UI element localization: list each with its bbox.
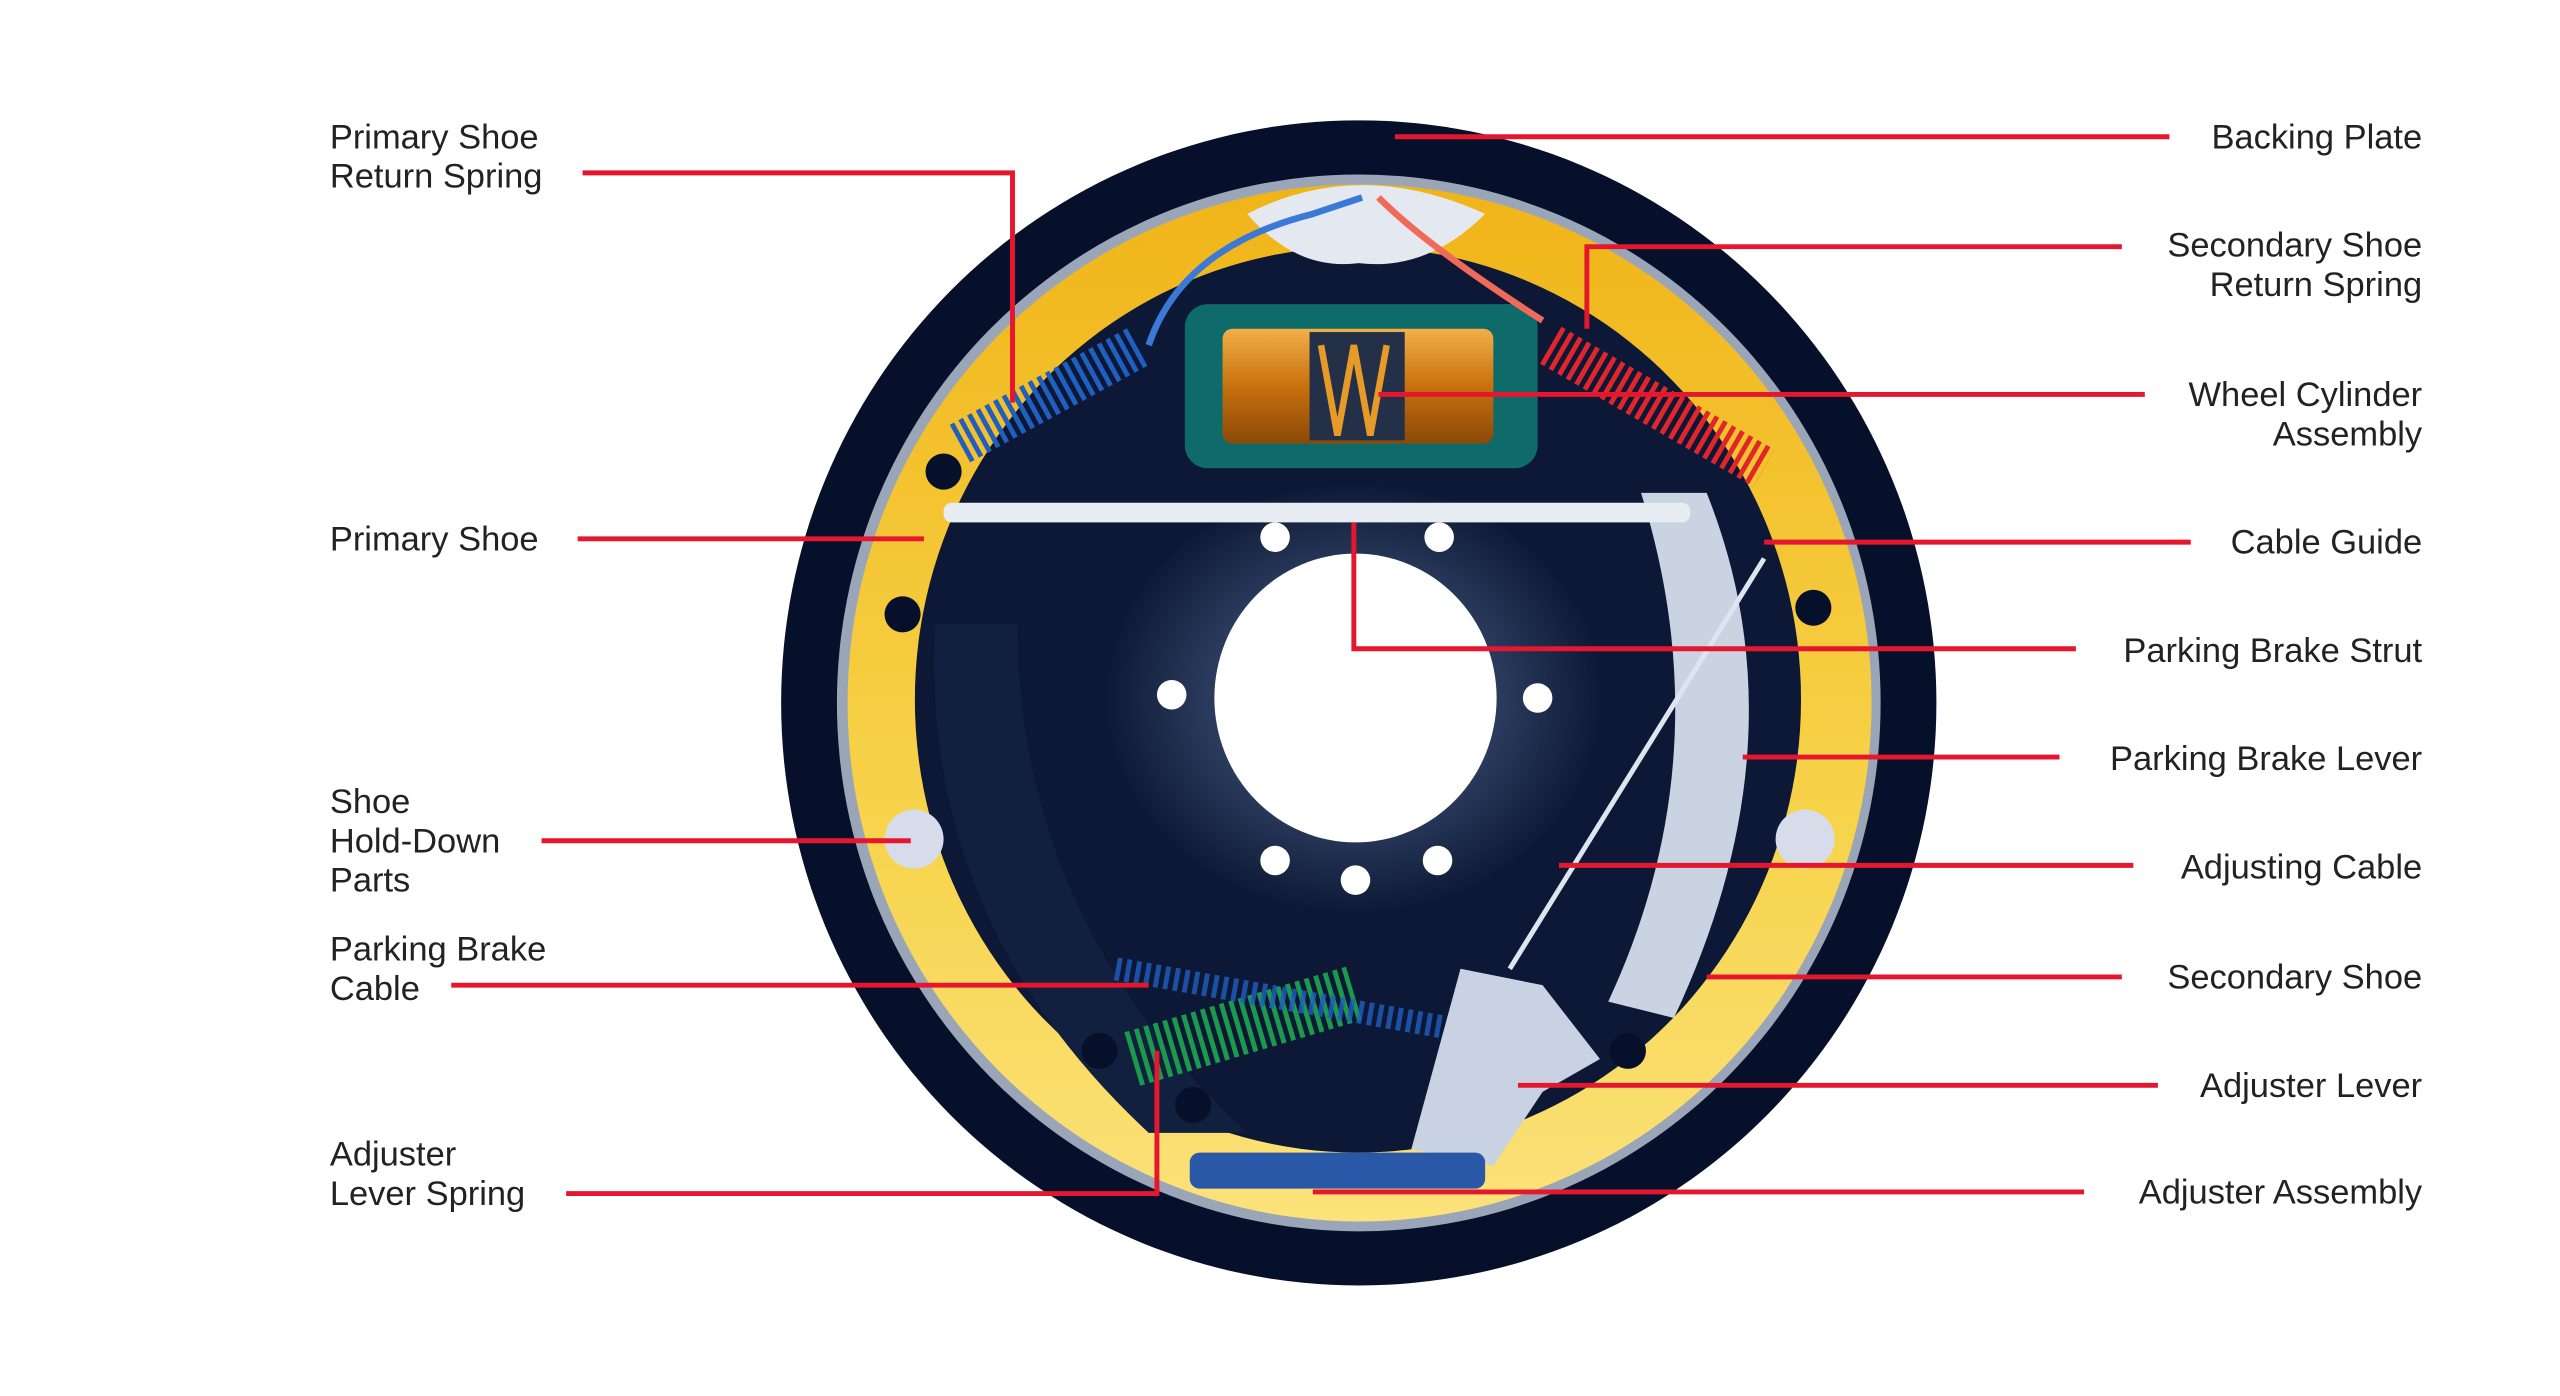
parking-brake-strut (943, 502, 1691, 523)
adjusting-cable (1507, 557, 1767, 971)
label-parking-brake-lever: Parking Brake Lever (2110, 740, 2422, 778)
hold-down-right (1775, 809, 1835, 869)
label-adjusting-cable: Adjusting Cable (2181, 849, 2422, 887)
label-secondary-shoe: Secondary Shoe (2167, 958, 2422, 996)
anchor-pin (1247, 185, 1486, 265)
label-adjuster-lever: Adjuster Lever (2200, 1067, 2422, 1105)
brake-shoes (847, 184, 1872, 1222)
adjuster-lever (1411, 968, 1600, 1166)
label-backing-plate: Backing Plate (2211, 118, 2422, 156)
label-adjuster-assembly: Adjuster Assembly (2139, 1173, 2423, 1211)
adjuster-assembly (1189, 1152, 1486, 1189)
label-primary-shoe: Primary Shoe (330, 520, 539, 558)
wheel-cylinder (1184, 304, 1538, 469)
primary-return-spring (949, 194, 1364, 463)
adjuster-spring (1113, 957, 1488, 1086)
label-parking-brake-strut: Parking Brake Strut (2123, 632, 2422, 670)
leader-lines (451, 134, 2191, 1197)
secondary-return-spring (1376, 195, 1775, 487)
hold-down-left (884, 809, 944, 869)
label-cable-guide: Cable Guide (2231, 524, 2423, 562)
hub (884, 453, 1835, 1124)
